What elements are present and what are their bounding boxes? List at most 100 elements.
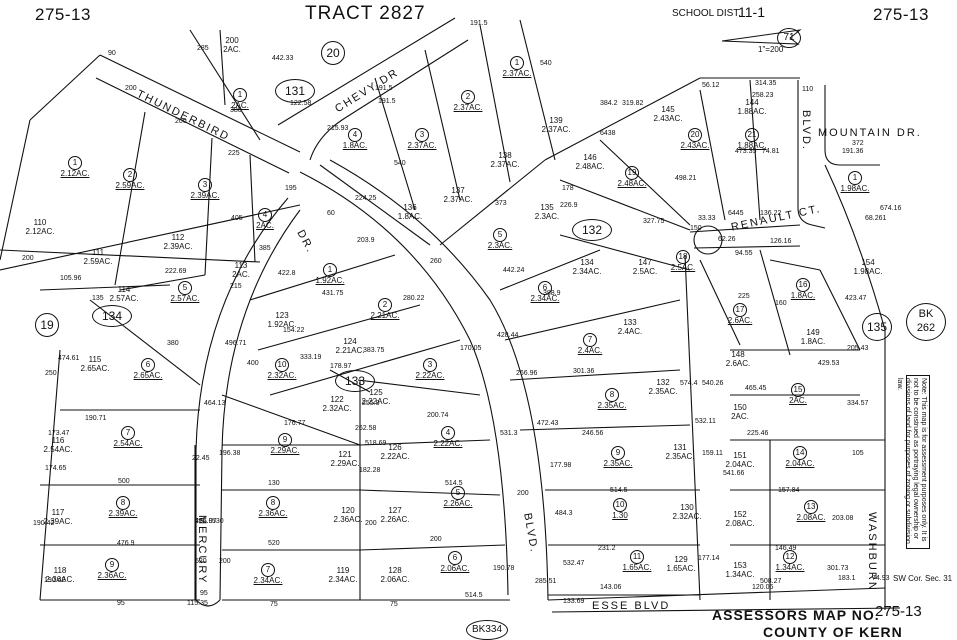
dimension-label: 372 [852, 140, 864, 147]
dimension-label: 75 [270, 601, 278, 608]
lot-number: 2 [461, 90, 475, 104]
parcel-number: 139 [549, 116, 563, 125]
dimension-label: 135 [92, 295, 104, 302]
blvd-road-edge-west [299, 171, 509, 596]
dimension-label: 574.4 [680, 380, 698, 387]
parcel-acreage: 2.37AC. [541, 124, 571, 134]
dimension-label: 75 [390, 601, 398, 608]
lot-acreage: 2.5AC. [670, 263, 696, 272]
parcel-acreage: 2.06AC. [380, 574, 410, 584]
lot-number: 20 [688, 128, 702, 142]
dimension-label: 476.9 [195, 518, 213, 525]
dimension-label: 195 [285, 185, 297, 192]
dimension-label: 246.56 [582, 430, 604, 437]
dimension-label: 442.33 [272, 55, 294, 62]
lot-number: 1 [68, 156, 82, 170]
parcel-number: 115 [88, 355, 102, 364]
disclaimer-note-box: Note: This map is for assessment purpose… [896, 375, 930, 549]
dimension-label: 33.33 [698, 215, 716, 222]
lot-number: 18 [676, 250, 690, 264]
lot-number: 7 [583, 333, 597, 347]
lot-acreage: 1.8AC. [790, 291, 816, 300]
parcel-acreage: 2.34AC. [328, 574, 358, 584]
lot-number: 8 [605, 388, 619, 402]
parcel-number: 152 [733, 510, 747, 519]
lot-acreage: 2.37AC. [407, 141, 437, 150]
parcel-acreage: 2AC. [731, 411, 749, 421]
parcel-number: 125 [369, 388, 383, 397]
dimension-label: 68.261 [865, 215, 887, 222]
parcel-acreage: 2.26AC. [380, 514, 410, 524]
lot-acreage: 2.37AC. [453, 103, 483, 112]
parcel-acreage: 2.43AC. [653, 113, 683, 123]
blvd-road-edge-east [329, 159, 549, 601]
lot-acreage: 1.88AC. [737, 141, 767, 150]
dimension-label: 200 [517, 490, 529, 497]
lot-acreage: 2.65AC. [133, 371, 163, 380]
lot-acreage: 2.12AC. [60, 169, 90, 178]
parcel-number: 147 [638, 258, 652, 267]
sw-corner-label: SW Cor. Sec. 31 [893, 574, 953, 583]
parcel-acreage: 2.12AC. [25, 226, 55, 236]
block-19-marker: 19 [35, 313, 59, 337]
parcel-acreage: 2.36AC. [333, 514, 363, 524]
dimension-label: 266.96 [516, 370, 538, 377]
page-ref-right: 275-13 [873, 5, 929, 24]
lot-number: 11 [630, 550, 644, 564]
parcel-number: 121 [338, 450, 352, 459]
street-blvd-right: BLVD. [800, 110, 812, 151]
lot-acreage: 1.34AC. [775, 563, 805, 572]
parcel-acreage: 2.48AC. [575, 161, 605, 171]
parcel-acreage: 2.34AC. [572, 266, 602, 276]
parcel-number: 145 [661, 105, 675, 114]
lot-acreage: 2.6AC. [727, 316, 753, 325]
parcel-acreage: 2.21AC. [335, 345, 365, 355]
parcel-acreage: 2.54AC. [43, 444, 73, 454]
parcel-number: 111 [91, 248, 105, 257]
dimension-label: 160 [775, 300, 787, 307]
lot-number: 13 [804, 500, 818, 514]
lot-acreage: 2.29AC. [270, 446, 300, 455]
dimension-label: 105 [852, 450, 864, 457]
dimension-label: 385 [259, 245, 271, 252]
dimension-label: 532.47 [563, 560, 585, 567]
mountain-road-edge-east [824, 85, 880, 166]
esse-road-edge-south [551, 607, 901, 613]
assessors-map-label: ASSESSORS MAP NO. [712, 607, 880, 623]
lot-number: 14 [793, 446, 807, 460]
dimension-label: 301.73 [827, 565, 849, 572]
lot-acreage: 2.54AC. [113, 439, 143, 448]
dimension-label: 190.71 [85, 415, 107, 422]
lot-number: 1 [323, 263, 337, 277]
dimension-label: 200 [125, 85, 137, 92]
dimension-label: 157.84 [778, 487, 800, 494]
dimension-label: 205.43 [847, 345, 869, 352]
parcel-acreage: 1.88AC. [737, 106, 767, 116]
dimension-label: 473.35 [735, 148, 757, 155]
lot-acreage: 2.43AC. [680, 141, 710, 150]
dimension-label: 514.5 [610, 487, 628, 494]
parcel-number: 146 [583, 153, 597, 162]
dimension-label: 136.22 [760, 210, 782, 217]
lot-number: 9 [611, 446, 625, 460]
parcel-acreage: 2.37AC. [490, 159, 520, 169]
parcel-number: 129 [674, 555, 688, 564]
mountain-road-edge-west [797, 80, 826, 229]
